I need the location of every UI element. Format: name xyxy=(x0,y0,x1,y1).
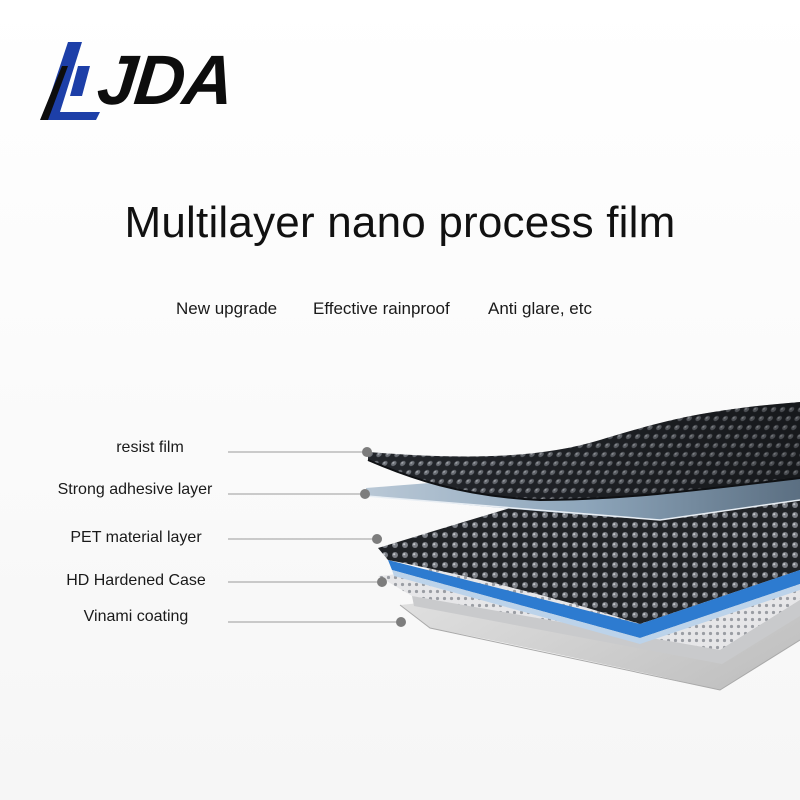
leader-lines xyxy=(228,451,400,623)
label-hd-hardened-case: HD Hardened Case xyxy=(66,572,206,589)
tag-rainproof: Effective rainproof xyxy=(313,299,450,318)
leader-dots xyxy=(360,447,406,627)
logo-mark-icon xyxy=(40,42,100,120)
brand-logo: JDA xyxy=(38,40,243,120)
leader-dot-resist-film xyxy=(362,447,372,457)
tag-anti-glare: Anti glare, etc xyxy=(488,299,592,318)
layer-resist-film xyxy=(367,402,800,502)
label-strong-adhesive: Strong adhesive layer xyxy=(57,481,213,498)
leader-dot-adhesive xyxy=(360,489,370,499)
leader-dot-hd-case xyxy=(377,577,387,587)
feature-tags: New upgrade Effective rainproof Anti gla… xyxy=(0,298,800,322)
label-pet-material: PET material layer xyxy=(70,529,202,546)
leader-dot-vinami xyxy=(396,617,406,627)
label-resist-film: resist film xyxy=(116,439,184,456)
page-title: Multilayer nano process film xyxy=(124,198,676,247)
leader-dot-pet xyxy=(372,534,382,544)
label-vinami-coating: Vinami coating xyxy=(83,608,189,625)
tag-new-upgrade: New upgrade xyxy=(176,299,278,318)
